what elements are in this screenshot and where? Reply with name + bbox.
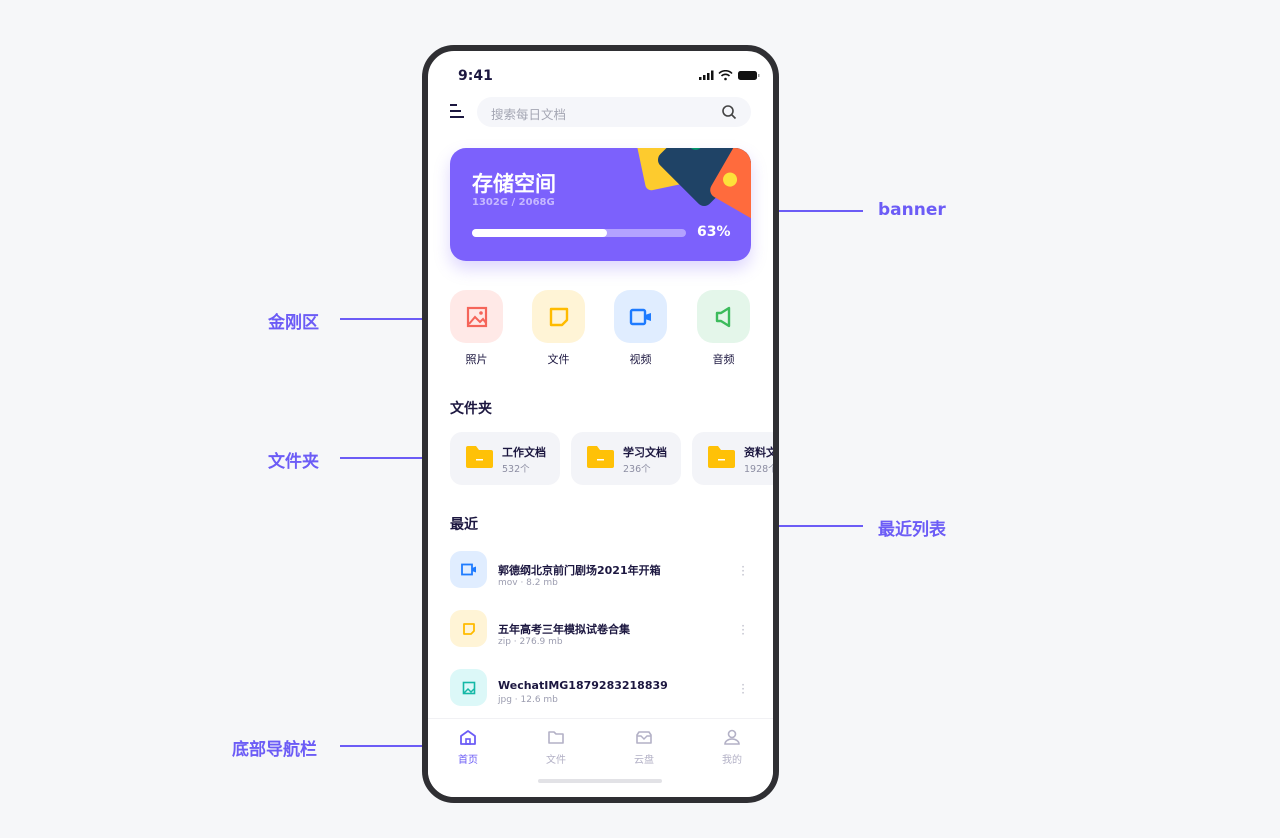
tab-home[interactable]: 首页	[438, 729, 498, 766]
recent-file-name[interactable]: 郭德纲北京前门剧场2021年开箱	[498, 564, 661, 577]
folder-icon	[466, 446, 493, 468]
speaker-icon	[715, 306, 730, 327]
banner-usage: 1302G / 2068G	[472, 197, 555, 208]
folder-card[interactable]: 学习文档 236个	[571, 432, 681, 485]
tab-files[interactable]: 文件	[526, 729, 586, 766]
tab-label: 我的	[722, 755, 742, 766]
recent-file-meta: zip · 276.9 mb	[498, 637, 563, 647]
quick-video-button[interactable]	[614, 290, 667, 343]
quick-label: 音频	[712, 353, 735, 366]
tab-label: 首页	[458, 755, 478, 766]
quick-label: 文件	[547, 353, 570, 366]
recent-file-meta: jpg · 12.6 mb	[498, 695, 558, 705]
user-icon	[724, 729, 740, 745]
status-time: 9:41	[458, 68, 493, 84]
more-icon[interactable]: ···	[741, 619, 745, 641]
folder-card[interactable]: 资料文档 1928个	[692, 432, 778, 485]
inbox-icon	[636, 731, 652, 744]
recent-file-icon	[450, 551, 487, 588]
menu-icon[interactable]	[450, 103, 464, 119]
folder-count: 1928个	[744, 464, 778, 475]
search-input[interactable]: 搜索每日文档	[477, 97, 751, 127]
folder-name: 工作文档	[502, 446, 546, 459]
annotation-nav: 底部导航栏	[232, 740, 317, 760]
home-indicator	[538, 779, 662, 783]
recent-file-meta: mov · 8.2 mb	[498, 578, 558, 588]
recent-file-name[interactable]: WechatIMG1879283218839	[498, 679, 668, 692]
quick-label: 照片	[465, 353, 488, 366]
storage-progress-fill	[472, 229, 607, 237]
image-icon	[466, 306, 487, 327]
annotation-line	[763, 525, 863, 527]
more-icon[interactable]: ···	[741, 678, 745, 700]
banner-percent: 63%	[697, 224, 731, 240]
folder-count: 532个	[502, 464, 530, 475]
storage-progress-bar	[472, 229, 686, 237]
status-icons	[699, 70, 760, 81]
folder-icon	[587, 446, 614, 468]
storage-banner[interactable]: 存储空间 1302G / 2068G 63%	[450, 148, 751, 261]
folders-heading: 文件夹	[450, 401, 492, 417]
folder-name: 资料文档	[744, 446, 777, 459]
annotation-line	[340, 457, 438, 459]
recent-file-icon	[450, 669, 487, 706]
recent-file-name[interactable]: 五年高考三年模拟试卷合集	[498, 623, 630, 636]
search-icon[interactable]	[721, 104, 737, 120]
annotation-banner: banner	[878, 200, 946, 220]
tab-label: 文件	[546, 755, 566, 766]
folder-name: 学习文档	[623, 446, 667, 459]
home-icon	[460, 730, 476, 745]
tab-label: 云盘	[634, 755, 654, 766]
folder-card[interactable]: 工作文档 532个	[450, 432, 560, 485]
video-icon	[629, 308, 651, 325]
folder-count: 236个	[623, 464, 651, 475]
quick-files-button[interactable]	[532, 290, 585, 343]
note-icon	[462, 622, 475, 635]
annotation-line	[340, 745, 438, 747]
annotation-quick: 金刚区	[268, 313, 319, 333]
more-icon[interactable]: ···	[741, 560, 745, 582]
recent-heading: 最近	[450, 517, 478, 533]
folder-icon	[548, 731, 564, 744]
annotation-line	[763, 210, 863, 212]
annotation-line	[340, 318, 438, 320]
annotation-recent: 最近列表	[878, 520, 946, 540]
quick-label: 视频	[629, 353, 652, 366]
quick-photos-button[interactable]	[450, 290, 503, 343]
recent-file-icon	[450, 610, 487, 647]
tab-cloud[interactable]: 云盘	[614, 729, 674, 766]
quick-audio-button[interactable]	[697, 290, 750, 343]
video-icon	[460, 563, 476, 576]
search-placeholder: 搜索每日文档	[491, 107, 567, 122]
phone-frame: 9:41 搜索每日文档 存储空间 1302G / 2068G 63% 照片 文件…	[422, 45, 779, 803]
image-icon	[462, 681, 475, 694]
bottom-nav: 首页 文件 云盘 我的	[428, 718, 773, 797]
annotation-folders: 文件夹	[268, 452, 319, 472]
note-icon	[549, 307, 568, 326]
folder-icon	[708, 446, 735, 468]
tab-profile[interactable]: 我的	[702, 729, 762, 766]
banner-title: 存储空间	[472, 172, 556, 196]
